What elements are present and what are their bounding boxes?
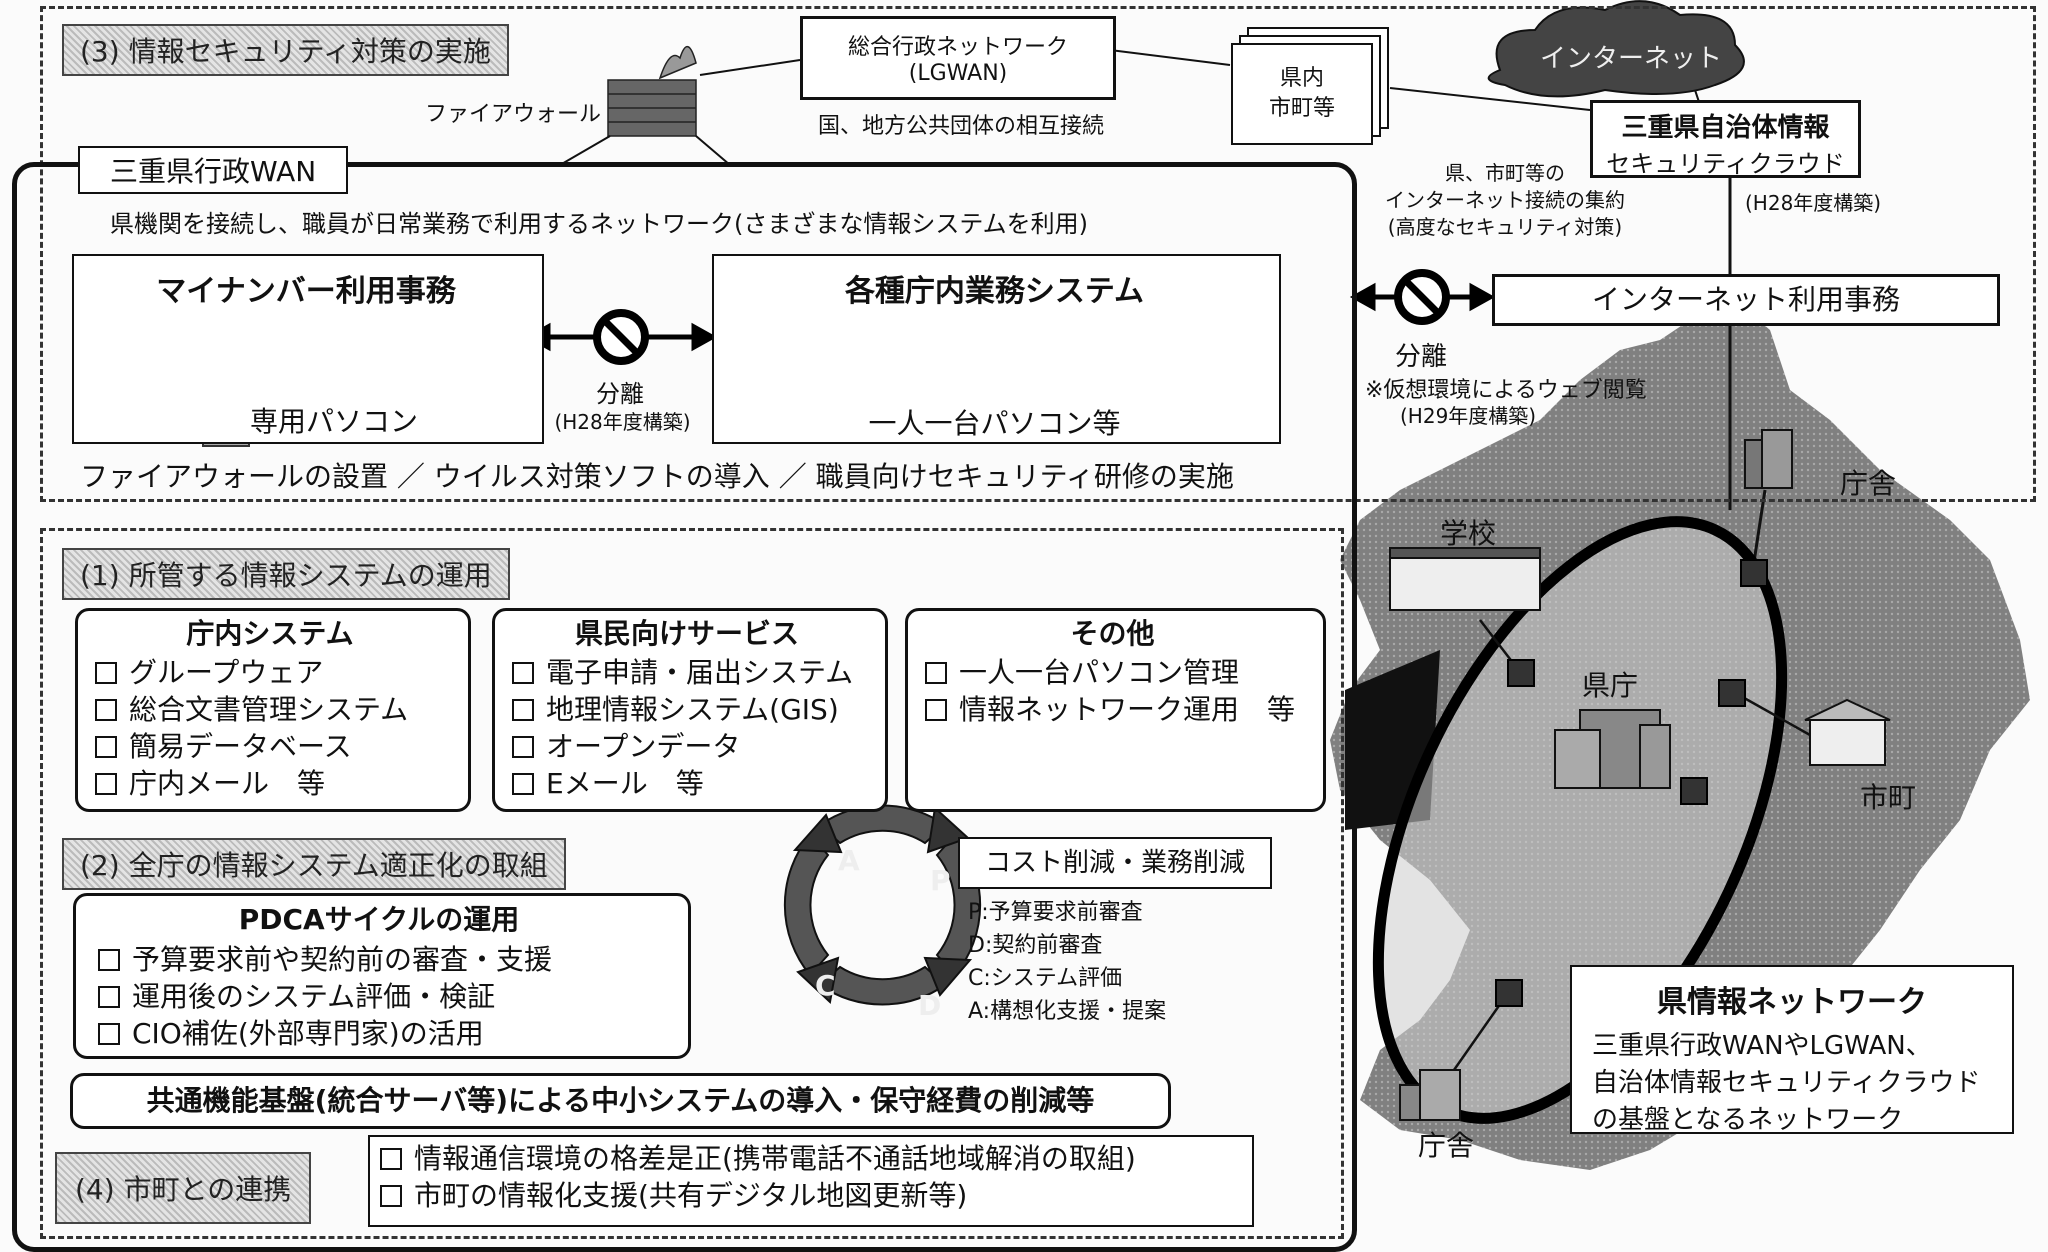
column-other-title: その他 <box>1070 617 1155 650</box>
ring-node-2 <box>1507 659 1535 687</box>
wan-description: 県機関を接続し、職員が日常業務で利用するネットワーク(さまざまな情報システムを利… <box>110 210 1089 238</box>
net-line2: 自治体情報セキュリティクラウド <box>1592 1068 1981 1098</box>
aggregate-line2: インターネット接続の集約 <box>1385 188 1625 212</box>
list-item: 情報ネットワーク運用 等 <box>925 691 1295 728</box>
security-cloud-box: 三重県自治体情報 セキュリティクラウド <box>1590 100 1861 178</box>
ring-node-5 <box>1495 979 1523 1007</box>
internal-system-box <box>712 254 1281 444</box>
ring-node-4 <box>1680 777 1708 805</box>
pdca-legend: P:予算要求前審査 D:契約前審査 C:システム評価 A:構想化支援・提案 <box>968 896 1166 1028</box>
no-entry-icon-1 <box>593 309 649 365</box>
pref-muni-line1: 県内 <box>1279 66 1324 91</box>
pref-muni-label: 県内 市町等 <box>1232 64 1372 124</box>
wan-title: 三重県行政WAN <box>78 146 349 194</box>
mynumber-title: マイナンバー利用事務 <box>156 274 456 309</box>
ring-node-3 <box>1718 679 1746 707</box>
cycle-letter-c: C <box>815 969 836 1002</box>
building-icons <box>1389 429 1891 1121</box>
sep1-year: (H28年度構築) <box>554 410 691 434</box>
no-entry-icon-2 <box>1394 269 1450 325</box>
list-item: 情報通信環境の格差是正(携帯電話不通話地域解消の取組) <box>380 1140 1136 1177</box>
cycle-letter-p: P <box>930 864 951 897</box>
section-1-heading: (1) 所管する情報システムの運用 <box>62 548 510 600</box>
sep2-label: 分離 <box>1395 342 1448 372</box>
internal-system-title: 各種庁内業務システム <box>844 274 1145 309</box>
column-citizen-list: 電子申請・届出システム 地理情報システム(GIS) オープンデータ Eメール 等 <box>512 654 853 802</box>
list-item: 地理情報システム(GIS) <box>512 691 853 728</box>
list-item: Eメール 等 <box>512 765 853 802</box>
pref-muni-line2: 市町等 <box>1268 96 1335 121</box>
cycle-letter-a: A <box>838 844 860 877</box>
section-4-heading: (4) 市町との連携 <box>55 1152 312 1224</box>
section-4-list: 情報通信環境の格差是正(携帯電話不通話地域解消の取組) 市町の情報化支援(共有デ… <box>380 1140 1136 1214</box>
legend-d: D:契約前審査 <box>968 933 1103 958</box>
aggregate-line1: 県、市町等の <box>1445 161 1565 185</box>
prefecture-office-label: 県庁 <box>1582 669 1639 702</box>
common-platform-box: 共通機能基盤(統合サーバ等)による中小システムの導入・保守経費の削減等 <box>70 1073 1171 1129</box>
one-pc-label: 一人一台パソコン等 <box>868 407 1121 440</box>
list-item: 簡易データベース <box>95 728 408 765</box>
column-internal-list: グループウェア 総合文書管理システム 簡易データベース 庁内メール 等 <box>95 654 408 802</box>
cloud-year: (H28年度構築) <box>1745 191 1882 215</box>
legend-c: C:システム評価 <box>968 966 1123 991</box>
sep2-note: ※仮想環境によるウェブ閲覧 <box>1365 378 1647 403</box>
internet-work-box: インターネット利用事務 <box>1492 274 2000 326</box>
cost-reduction-box: コスト削減・業務削減 <box>958 837 1272 889</box>
cloud-icon <box>1487 0 1745 98</box>
list-item: 運用後のシステム評価・検証 <box>98 978 552 1015</box>
list-item: 電子申請・届出システム <box>512 654 853 691</box>
internet-label: インターネット <box>1540 44 1723 74</box>
legend-a: A:構想化支援・提案 <box>968 999 1167 1024</box>
lgwan-box: 総合行政ネットワーク (LGWAN) <box>800 16 1116 100</box>
pdca-title: PDCAサイクルの運用 <box>238 903 520 936</box>
list-item: 総合文書管理システム <box>95 691 408 728</box>
list-item: グループウェア <box>95 654 408 691</box>
column-citizen-title: 県民向けサービス <box>574 617 799 650</box>
legend-p: P:予算要求前審査 <box>968 900 1143 925</box>
cycle-letter-d: D <box>918 989 941 1022</box>
office-bottom-label: 庁舎 <box>1418 1129 1475 1162</box>
separation-arrow-2 <box>1349 282 1496 312</box>
pdca-list: 予算要求前や契約前の審査・支援 運用後のシステム評価・検証 CIO補佐(外部専門… <box>98 941 552 1052</box>
cloud-line1: 三重県自治体情報 <box>1621 113 1830 143</box>
section-3-frame <box>40 6 2036 502</box>
school-label: 学校 <box>1440 517 1497 550</box>
documents-icon <box>1231 27 1389 145</box>
wan-box <box>12 162 1357 1252</box>
lgwan-caption: 国、地方公共団体の相互接続 <box>818 114 1105 139</box>
sep2-year: (H29年度構築) <box>1400 404 1537 428</box>
aggregate-line3: (高度なセキュリティ対策) <box>1387 215 1623 239</box>
cloud-line2: セキュリティクラウド <box>1606 150 1845 178</box>
lgwan-line1: 総合行政ネットワーク <box>847 35 1068 60</box>
firewall-label: ファイアウォール <box>425 102 602 127</box>
dedicated-pc-label: 専用パソコン <box>250 405 419 438</box>
net-line3: の基盤となるネットワーク <box>1592 1105 1904 1135</box>
list-item: オープンデータ <box>512 728 853 765</box>
list-item: 予算要求前や契約前の審査・支援 <box>98 941 552 978</box>
list-item: 市町の情報化支援(共有デジタル地図更新等) <box>380 1177 1136 1214</box>
column-internal-title: 庁内システム <box>186 617 354 650</box>
section-3-heading: (3) 情報セキュリティ対策の実施 <box>62 24 509 76</box>
firewall-icon <box>607 46 697 137</box>
mynumber-box <box>72 254 544 444</box>
municipality-label: 市町 <box>1860 781 1917 814</box>
net-line1: 三重県行政WANやLGWAN、 <box>1592 1031 1932 1061</box>
section-2-heading: (2) 全庁の情報システム適正化の取組 <box>62 838 566 890</box>
list-item: 一人一台パソコン管理 <box>925 654 1295 691</box>
ring-node-1 <box>1740 559 1768 587</box>
sep1-label: 分離 <box>596 380 644 408</box>
column-other-list: 一人一台パソコン管理 情報ネットワーク運用 等 <box>925 654 1295 728</box>
section-1-2-frame <box>40 528 1344 1239</box>
prefecture-network-box: 県情報ネットワーク 三重県行政WANやLGWAN、 自治体情報セキュリティクラウ… <box>1570 965 2014 1135</box>
office-top-label: 庁舎 <box>1840 467 1897 500</box>
security-measures: ファイアウォールの設置 ／ ウイルス対策ソフトの導入 ／ 職員向けセキュリティ研… <box>80 460 1234 493</box>
aggregate-caption: 県、市町等の インターネット接続の集約 (高度なセキュリティ対策) <box>1350 160 1660 241</box>
list-item: CIO補佐(外部専門家)の活用 <box>98 1015 552 1052</box>
list-item: 庁内メール 等 <box>95 765 408 802</box>
net-title: 県情報ネットワーク <box>1657 985 1927 1020</box>
lgwan-line2: (LGWAN) <box>908 61 1008 86</box>
